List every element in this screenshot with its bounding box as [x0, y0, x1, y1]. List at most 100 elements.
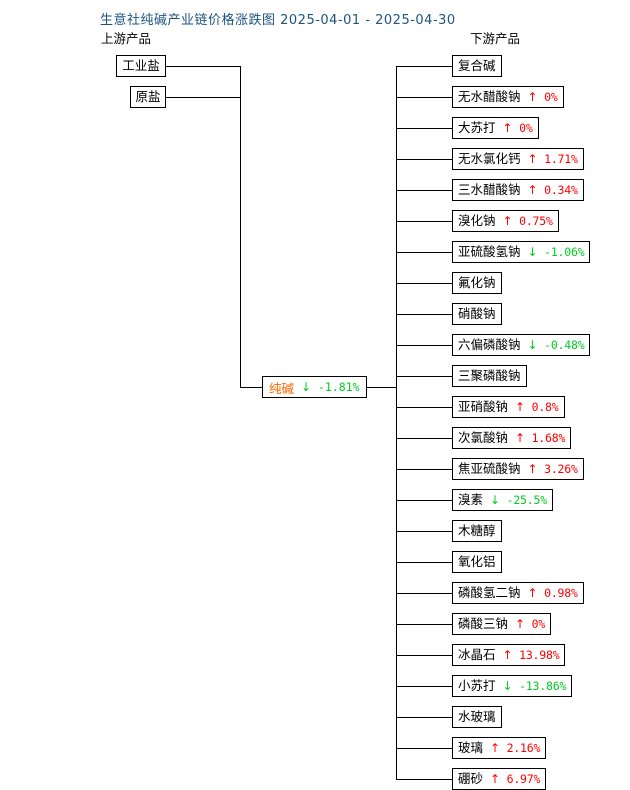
- downstream-node[interactable]: 溴素 ↓ -25.5%: [452, 489, 553, 511]
- connector-line-horizontal: [396, 97, 452, 98]
- node-change: ↑ 1.71%: [527, 152, 578, 166]
- node-change: ↑ 13.98%: [502, 648, 560, 662]
- node-change: ↓ -0.48%: [527, 338, 585, 352]
- connector-line-horizontal: [396, 562, 452, 563]
- node-label: 大苏打: [458, 120, 496, 135]
- node-label: 焦亚硫酸钠: [458, 461, 521, 476]
- connector-line-horizontal: [396, 500, 452, 501]
- connector-line-horizontal: [396, 438, 452, 439]
- arrow-up-icon: ↑: [515, 431, 525, 445]
- arrow-up-icon: ↑: [527, 183, 538, 197]
- connector-line-horizontal: [396, 252, 452, 253]
- arrow-up-icon: ↑: [527, 152, 538, 166]
- connector-line-horizontal: [396, 748, 452, 749]
- connector-line-horizontal: [396, 128, 452, 129]
- node-change: ↑ 0.8%: [515, 400, 559, 414]
- downstream-node[interactable]: 三聚磷酸钠: [452, 365, 527, 387]
- arrow-down-icon: ↓: [527, 245, 538, 259]
- connector-line-horizontal: [396, 66, 452, 67]
- downstream-node[interactable]: 复合碱: [452, 55, 502, 77]
- node-label: 小苏打: [458, 678, 496, 693]
- downstream-column-header: 下游产品: [470, 31, 521, 46]
- node-label: 无水醋酸钠: [458, 89, 521, 104]
- connector-line-horizontal: [396, 345, 452, 346]
- connector-line-horizontal: [396, 624, 452, 625]
- connector-line-horizontal: [396, 283, 452, 284]
- downstream-node[interactable]: 次氯酸钠↑ 1.68%: [452, 427, 572, 449]
- downstream-node[interactable]: 亚硝酸钠 ↑ 0.8%: [452, 396, 565, 418]
- node-change: ↓ -25.5%: [490, 493, 547, 507]
- node-label: 溴素: [458, 492, 484, 507]
- center-node-change: ↓ -1.81%: [301, 380, 360, 394]
- arrow-down-icon: ↓: [502, 679, 513, 693]
- downstream-node[interactable]: 磷酸三钠↑ 0%: [452, 613, 552, 635]
- connector-line-vertical: [240, 66, 241, 387]
- downstream-node[interactable]: 冰晶石↑ 13.98%: [452, 644, 566, 666]
- node-label: 硼砂: [458, 771, 484, 786]
- downstream-node[interactable]: 磷酸氢二钠 ↑ 0.98%: [452, 582, 584, 604]
- arrow-up-icon: ↑: [502, 648, 513, 662]
- center-node-label: 纯碱: [269, 380, 295, 396]
- arrow-up-icon: ↑: [527, 586, 538, 600]
- connector-line-horizontal: [396, 717, 452, 718]
- downstream-node[interactable]: 氟化钠: [452, 272, 502, 294]
- connector-line-horizontal: [396, 407, 452, 408]
- node-label: 亚硫酸氢钠: [458, 244, 521, 259]
- downstream-node[interactable]: 木糖醇: [452, 520, 502, 542]
- downstream-node[interactable]: 溴化钠 ↑ 0.75%: [452, 210, 559, 232]
- downstream-node[interactable]: 大苏打↑ 0%: [452, 117, 539, 139]
- arrow-down-icon: ↓: [527, 338, 538, 352]
- connector-line-horizontal: [396, 531, 452, 532]
- downstream-node[interactable]: 水玻璃: [452, 706, 502, 728]
- upstream-column-header: 上游产品: [101, 31, 152, 46]
- node-label: 次氯酸钠: [458, 430, 509, 445]
- page-title: 生意社纯碱产业链价格涨跌图 2025-04-01 - 2025-04-30: [100, 13, 456, 28]
- downstream-node[interactable]: 玻璃 ↑ 2.16%: [452, 737, 547, 759]
- node-change: ↑ 0.98%: [527, 586, 578, 600]
- downstream-node[interactable]: 亚硫酸氢钠 ↓ -1.06%: [452, 241, 591, 263]
- upstream-node[interactable]: 原盐: [130, 86, 166, 108]
- node-label: 氟化钠: [458, 275, 496, 290]
- node-label: 亚硝酸钠: [458, 399, 509, 414]
- connector-line-horizontal: [396, 686, 452, 687]
- downstream-node[interactable]: 硝酸钠: [452, 303, 502, 325]
- connector-line-horizontal: [166, 66, 240, 67]
- downstream-node[interactable]: 无水氯化钙 ↑ 1.71%: [452, 148, 584, 170]
- upstream-node[interactable]: 工业盐: [116, 55, 166, 77]
- node-label: 六偏磷酸钠: [458, 337, 521, 352]
- downstream-node[interactable]: 氧化铝: [452, 551, 502, 573]
- node-label: 玻璃: [458, 740, 484, 755]
- downstream-node[interactable]: 小苏打↓ -13.86%: [452, 675, 573, 697]
- node-change: ↓ -1.06%: [527, 245, 585, 259]
- node-label: 磷酸三钠: [458, 616, 509, 631]
- downstream-node[interactable]: 无水醋酸钠 ↑ 0%: [452, 86, 564, 108]
- node-label: 工业盐: [122, 58, 160, 73]
- node-change: ↑ 0.75%: [502, 214, 553, 228]
- node-label: 原盐: [135, 89, 161, 104]
- connector-line-horizontal: [240, 387, 262, 388]
- node-label: 溴化钠: [458, 213, 496, 228]
- connector-line-horizontal: [396, 655, 452, 656]
- node-label: 磷酸氢二钠: [458, 585, 521, 600]
- downstream-node[interactable]: 焦亚硫酸钠↑ 3.26%: [452, 458, 584, 480]
- connector-line-horizontal: [396, 221, 452, 222]
- center-node-soda-ash[interactable]: 纯碱 ↓ -1.81%: [262, 376, 367, 398]
- connector-line-horizontal: [396, 593, 452, 594]
- arrow-up-icon: ↑: [490, 772, 500, 786]
- node-change: ↑ 0%: [527, 90, 558, 104]
- connector-line-horizontal: [396, 779, 452, 780]
- connector-line-horizontal: [365, 387, 396, 388]
- node-label: 无水氯化钙: [458, 151, 521, 166]
- node-label: 复合碱: [458, 58, 496, 73]
- connector-line-horizontal: [396, 469, 452, 470]
- node-label: 水玻璃: [458, 709, 496, 724]
- arrow-down-icon: ↓: [490, 493, 500, 507]
- downstream-node[interactable]: 三水醋酸钠↑ 0.34%: [452, 179, 584, 201]
- arrow-up-icon: ↑: [515, 617, 525, 631]
- downstream-node[interactable]: 六偏磷酸钠 ↓ -0.48%: [452, 334, 591, 356]
- arrow-down-icon: ↓: [301, 380, 312, 394]
- downstream-node[interactable]: 硼砂↑ 6.97%: [452, 768, 547, 790]
- node-label: 三水醋酸钠: [458, 182, 521, 197]
- connector-line-horizontal: [166, 97, 240, 98]
- node-change: ↑ 2.16%: [490, 741, 541, 755]
